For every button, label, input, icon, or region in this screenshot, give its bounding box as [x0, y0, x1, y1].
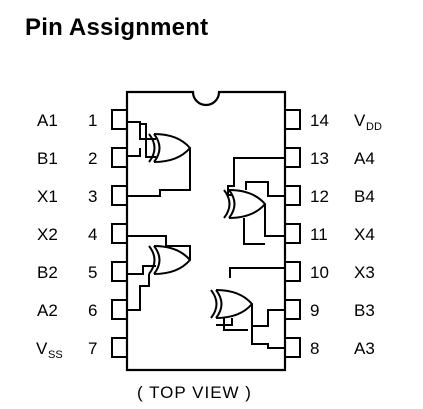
pin-number-3: 3 [88, 187, 97, 206]
pin-number-14: 14 [310, 111, 329, 130]
xor-gate-3 [210, 267, 285, 349]
left-pin-labels: A1 1 B1 2 X1 3 X2 4 B2 5 A2 6 V SS 7 [36, 111, 97, 361]
xor-gate-4 [223, 157, 285, 245]
pin-number-2: 2 [88, 149, 97, 168]
pin-number-9: 9 [310, 301, 319, 320]
pin-label-13: A4 [354, 149, 375, 168]
pin-label-6: A2 [37, 301, 58, 320]
pin-label-7: V [36, 339, 48, 358]
pin-number-4: 4 [88, 225, 97, 244]
pin-tab-11 [285, 223, 301, 244]
pin-label-1: A1 [37, 111, 58, 130]
pin-tab-9 [285, 299, 301, 320]
xor-gate-1 [127, 121, 192, 197]
pin-label-2: B1 [37, 149, 58, 168]
pin-number-8: 8 [310, 339, 319, 358]
pin-tab-12 [285, 185, 301, 206]
pin-tab-14 [285, 109, 301, 130]
pin-label-7-sub: SS [48, 349, 63, 361]
pin-label-5: B2 [37, 263, 58, 282]
pin-label-10: X3 [354, 263, 375, 282]
pin-number-7: 7 [88, 339, 97, 358]
pin-tab-2 [111, 147, 127, 168]
pin-tab-6 [111, 299, 127, 320]
pin-tab-5 [111, 261, 127, 282]
pin-number-1: 1 [88, 111, 97, 130]
pin-number-6: 6 [88, 301, 97, 320]
ic-body [125, 90, 287, 372]
pin-number-11: 11 [310, 225, 328, 244]
xor-gate-2 [127, 235, 192, 311]
pin-label-3: X1 [37, 187, 58, 206]
pin-number-10: 10 [310, 263, 329, 282]
left-pin-tabs [111, 109, 127, 358]
top-view-caption: ( TOP VIEW ) [137, 383, 252, 402]
right-pin-tabs [285, 109, 301, 358]
pin-label-8: A3 [354, 339, 375, 358]
pin-tab-3 [111, 185, 127, 206]
pin-label-12: B4 [354, 187, 375, 206]
figure-title: Pin Assignment [25, 14, 209, 41]
right-pin-labels: 14 V DD 13 A4 12 B4 11 X4 10 X3 9 B3 8 A… [310, 111, 382, 358]
pin-tab-10 [285, 261, 301, 282]
pin-tab-4 [111, 223, 127, 244]
pin-label-14: V [354, 111, 366, 130]
pin-tab-8 [285, 337, 301, 358]
pin-label-9: B3 [354, 301, 375, 320]
pin-label-11: X4 [354, 225, 375, 244]
pin-label-14-sub: DD [366, 121, 382, 133]
pin-tab-7 [111, 337, 127, 358]
pin-number-13: 13 [310, 149, 329, 168]
pin-label-4: X2 [37, 225, 58, 244]
pin-tab-13 [285, 147, 301, 168]
pin-number-5: 5 [88, 263, 97, 282]
pin-number-12: 12 [310, 187, 329, 206]
pin-tab-1 [111, 109, 127, 130]
